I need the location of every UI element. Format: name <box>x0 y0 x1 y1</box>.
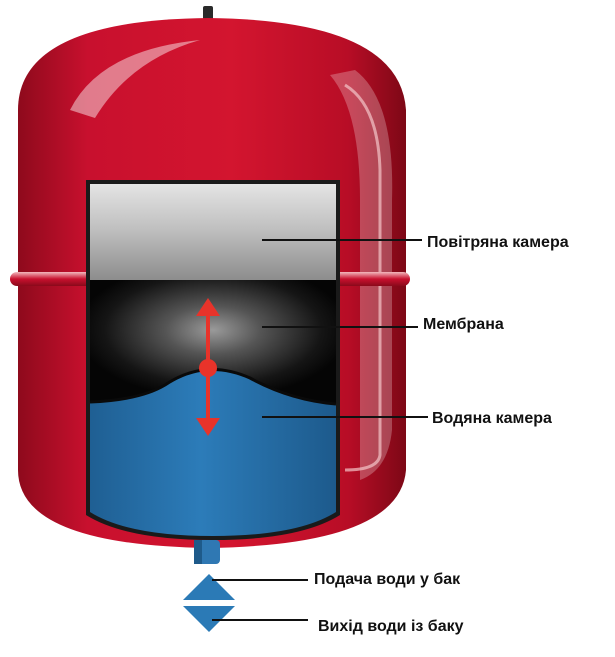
double-vertical-arrow-icon <box>196 298 220 436</box>
water-chamber <box>90 369 336 536</box>
label-water-chamber: Водяна камера <box>432 410 552 427</box>
label-membrane: Мембрана <box>423 316 504 333</box>
label-air-chamber: Повітряна камера <box>427 234 569 251</box>
air-valve <box>203 6 213 20</box>
label-water-inflow: Подача води у бак <box>314 571 461 588</box>
tank-inner-rim <box>344 83 382 472</box>
tank-highlight <box>70 40 200 118</box>
triangle-up-icon <box>183 574 235 600</box>
label-water-outflow: Вихід води із баку <box>318 618 464 635</box>
triangle-down-icon <box>183 606 235 632</box>
outlet-pipe-shade <box>194 540 202 564</box>
air-chamber <box>90 184 336 280</box>
